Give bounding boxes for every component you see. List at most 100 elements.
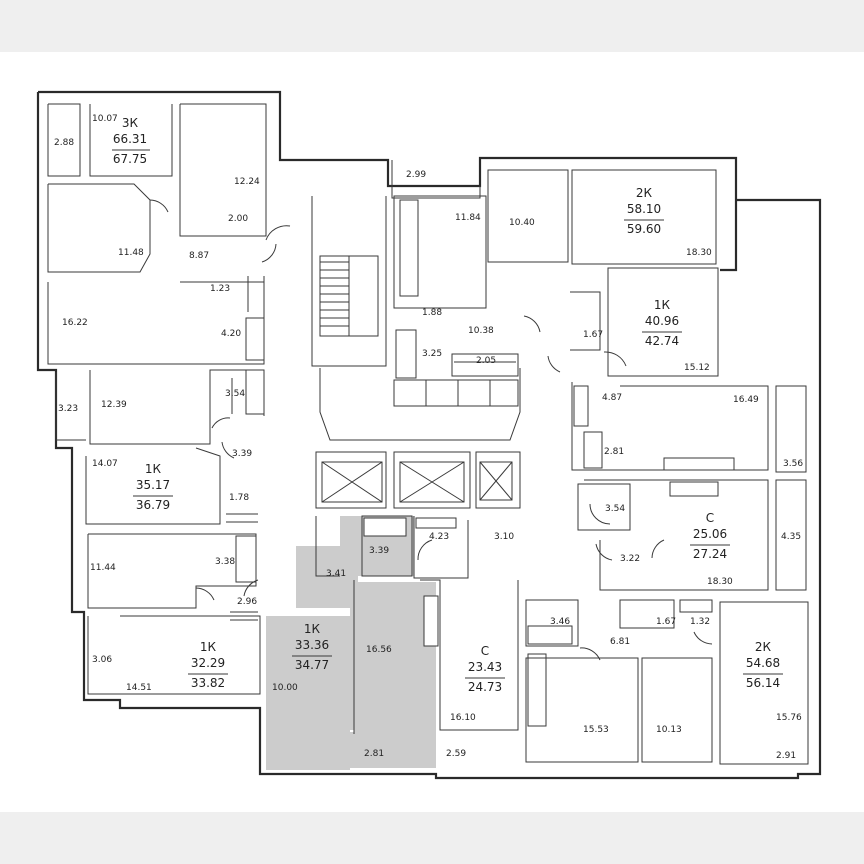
room-area: 10.00 [272,683,298,693]
room-area: 10.40 [509,218,535,228]
room-area: 2.05 [476,356,496,366]
room-area: 10.38 [468,326,494,336]
unit-code: 1К [654,298,671,312]
room-area: 15.53 [583,725,609,735]
apartment-1k-highlighted: 1К 33.36 34.77 [292,622,332,672]
unit-total-area: 67.75 [113,152,147,166]
apartment-1k-right: 1К 40.96 42.74 [642,298,682,348]
room-area: 15.76 [776,713,802,723]
room-area: 8.87 [189,251,209,261]
apartment-studio-center: С 23.43 24.73 [465,644,505,694]
apartment-labels: 3К 66.31 67.75 2К 58.10 59.60 1К 40.96 4… [112,116,783,694]
core-walls [311,196,521,509]
unit-total-area: 56.14 [746,676,780,690]
room-area: 12.24 [234,177,260,187]
unit-code: 1К [200,640,217,654]
unit-code: С [706,511,714,525]
room-area: 1.32 [690,617,710,627]
apartment-1k-bottom-left: 1К 32.29 33.82 [188,640,228,690]
room-area: 3.56 [783,459,803,469]
room-area: 11.48 [118,248,144,258]
room-area: 11.84 [455,213,481,223]
room-area: 1.23 [210,284,230,294]
apartment-3k: 3К 66.31 67.75 [112,116,150,166]
room-area: 18.30 [686,248,712,258]
unit-living-area: 66.31 [113,132,147,146]
unit-code: 2К [755,640,772,654]
unit-code: С [481,644,489,658]
unit-total-area: 33.82 [191,676,225,690]
right-wing-walls [487,169,809,765]
room-area: 3.25 [422,349,442,359]
unit-living-area: 40.96 [645,314,679,328]
unit-total-area: 42.74 [645,334,679,348]
room-area: 16.49 [733,395,759,405]
room-area: 3.46 [550,617,570,627]
room-area: 3.54 [225,389,245,399]
room-area: 2.81 [604,447,624,457]
unit-living-area: 32.29 [191,656,225,670]
unit-living-area: 35.17 [136,478,170,492]
room-area: 3.39 [232,449,252,459]
room-area: 14.07 [92,459,118,469]
center-walls [315,160,519,734]
door-swings [149,199,713,661]
room-area: 3.38 [215,557,235,567]
apartment-studio-right: С 25.06 27.24 [690,511,730,561]
room-area: 14.51 [126,683,152,693]
room-area: 2.00 [228,214,248,224]
unit-total-area: 34.77 [295,658,329,672]
unit-code: 2К [636,186,653,200]
apartment-2k-top: 2К 58.10 59.60 [624,186,664,236]
room-area: 3.39 [369,546,389,556]
unit-living-area: 58.10 [627,202,661,216]
room-area: 16.56 [366,645,392,655]
room-area: 16.22 [62,318,88,328]
unit-living-area: 33.36 [295,638,329,652]
unit-total-area: 27.24 [693,547,727,561]
room-area: 2.88 [54,138,74,148]
room-area: 16.10 [450,713,476,723]
room-area: 1.78 [229,493,249,503]
unit-code: 3К [122,116,139,130]
room-area: 3.06 [92,655,112,665]
room-area: 1.67 [656,617,676,627]
room-area: 2.81 [364,749,384,759]
room-area: 1.67 [583,330,603,340]
room-area: 4.23 [429,532,449,542]
room-area: 4.35 [781,532,801,542]
unit-living-area: 23.43 [468,660,502,674]
unit-code: 1К [304,622,321,636]
room-area: 2.99 [406,170,426,180]
room-area: 6.81 [610,637,630,647]
apartment-2k-bottom: 2К 54.68 56.14 [743,640,783,690]
unit-code: 1К [145,462,162,476]
room-area: 4.87 [602,393,622,403]
room-area: 3.10 [494,532,514,542]
room-area: 1.88 [422,308,442,318]
room-area: 11.44 [90,563,116,573]
unit-total-area: 36.79 [136,498,170,512]
room-area: 3.54 [605,504,625,514]
room-area-labels: 10.07 2.88 12.24 2.00 11.48 8.87 16.22 1… [54,114,803,761]
room-area: 12.39 [101,400,127,410]
unit-living-area: 54.68 [746,656,780,670]
room-area: 10.07 [92,114,118,124]
left-wing-walls [47,103,267,695]
room-area: 4.20 [221,329,241,339]
room-area: 2.96 [237,597,257,607]
room-area: 10.13 [656,725,682,735]
room-area: 2.59 [446,749,466,759]
room-area: 3.22 [620,554,640,564]
room-area: 3.23 [58,404,78,414]
unit-living-area: 25.06 [693,527,727,541]
room-area: 3.41 [326,569,346,579]
room-area: 15.12 [684,363,710,373]
unit-total-area: 24.73 [468,680,502,694]
highlighted-apartment [266,516,436,770]
room-area: 2.91 [776,751,796,761]
room-area: 18.30 [707,577,733,587]
unit-total-area: 59.60 [627,222,661,236]
apartment-1k-left: 1К 35.17 36.79 [133,462,173,512]
